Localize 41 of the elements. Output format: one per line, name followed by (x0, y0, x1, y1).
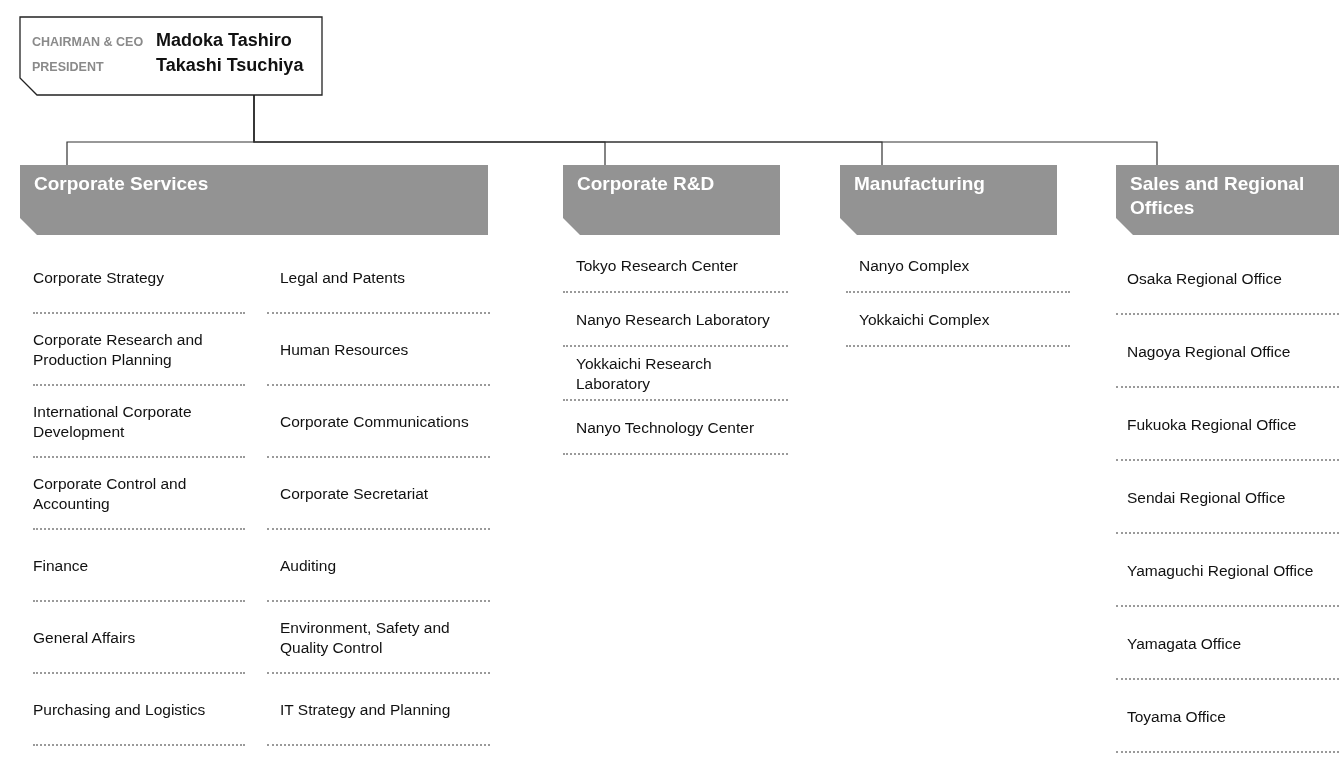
division-header (20, 165, 488, 235)
department-label: Nanyo Technology Center (576, 418, 756, 438)
division-title: Sales and Regional Offices (1130, 172, 1306, 220)
division-title: Manufacturing (854, 172, 986, 196)
person-name: Takashi Tsuchiya (156, 55, 304, 76)
department-label: Corporate Research and Production Planning (33, 330, 204, 370)
department-label: IT Strategy and Planning (280, 700, 452, 720)
department-label: International Corporate Development (33, 402, 193, 442)
division-header (1116, 165, 1339, 235)
department-label: Yamagata Office (1127, 633, 1243, 654)
department-label: Nanyo Research Laboratory (576, 310, 771, 330)
department-label: Human Resources (280, 340, 410, 360)
department-label: Corporate Control and Accounting (33, 474, 188, 514)
department-label: Sendai Regional Office (1127, 487, 1287, 508)
title-label: PRESIDENT (32, 60, 104, 74)
department-label: Yamaguchi Regional Office (1127, 560, 1315, 581)
department-label: Legal and Patents (280, 268, 406, 288)
department-label: Yokkaichi Complex (859, 310, 991, 330)
department-label: Corporate Communications (280, 412, 470, 432)
department-label: Environment, Safety and Quality Control (280, 618, 451, 658)
department-label: Tokyo Research Center (576, 256, 739, 276)
person-name: Madoka Tashiro (156, 30, 292, 51)
executive-box (20, 17, 322, 95)
department-label: General Affairs (33, 628, 137, 648)
department-label: Toyama Office (1127, 706, 1227, 727)
department-label: Nagoya Regional Office (1127, 341, 1292, 362)
department-label: Fukuoka Regional Office (1127, 414, 1298, 435)
department-label: Finance (33, 556, 90, 576)
department-label: Yokkaichi Research Laboratory (576, 354, 713, 394)
division-header (840, 165, 1057, 235)
connector-line (253, 94, 1158, 166)
department-label: Auditing (280, 556, 337, 576)
department-label: Osaka Regional Office (1127, 268, 1283, 289)
division-title: Corporate Services (34, 172, 210, 196)
department-label: Corporate Strategy (33, 268, 165, 288)
department-label: Nanyo Complex (859, 256, 971, 276)
division-title: Corporate R&D (577, 172, 716, 196)
title-label: CHAIRMAN & CEO (32, 35, 144, 49)
division-header (563, 165, 780, 235)
department-label: Corporate Secretariat (280, 484, 430, 504)
department-label: Purchasing and Logistics (33, 700, 207, 720)
